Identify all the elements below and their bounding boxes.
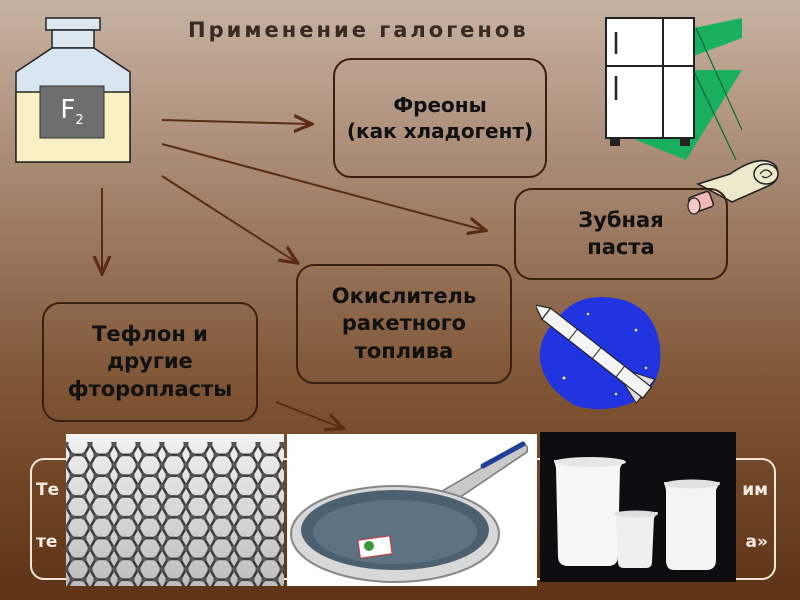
box-freons: Фреоны (как хладогент) bbox=[333, 58, 547, 178]
arrow-to-bottom bbox=[276, 402, 342, 428]
oxidizer-line-2: ракетного bbox=[332, 310, 476, 337]
bottom-text-1: Те bbox=[36, 480, 59, 500]
freons-line-1: Фреоны bbox=[347, 92, 533, 118]
toothpaste-line-1: Зубная bbox=[578, 207, 663, 234]
refrigerator-icon bbox=[566, 10, 742, 160]
labware-photo bbox=[540, 432, 736, 582]
bottom-text-3: им bbox=[742, 480, 768, 500]
rocket-icon bbox=[536, 290, 666, 414]
arrow-to-oxidizer bbox=[162, 176, 296, 262]
bottom-text-4: а» bbox=[746, 532, 768, 552]
frying-pan-photo bbox=[287, 434, 537, 586]
box-teflon: Тефлон и другие фторопласты bbox=[42, 302, 258, 422]
bottom-text-2: те bbox=[36, 532, 57, 552]
box-oxidizer: Окислитель ракетного топлива bbox=[296, 264, 512, 384]
teflon-line-2: другие bbox=[68, 348, 233, 375]
bottle-label: F2 bbox=[40, 86, 104, 138]
lattice-photo bbox=[66, 434, 284, 586]
arrow-to-freons bbox=[162, 120, 310, 124]
toothpaste-line-2: паста bbox=[578, 234, 663, 261]
f2-formula: F2 bbox=[60, 95, 83, 128]
teflon-line-1: Тефлон и bbox=[68, 321, 233, 348]
box-toothpaste: Зубная паста bbox=[514, 188, 728, 280]
teflon-line-3: фторопласты bbox=[68, 376, 233, 403]
freons-line-2: (как хладогент) bbox=[347, 118, 533, 144]
oxidizer-line-1: Окислитель bbox=[332, 283, 476, 310]
oxidizer-line-3: топлива bbox=[332, 338, 476, 365]
